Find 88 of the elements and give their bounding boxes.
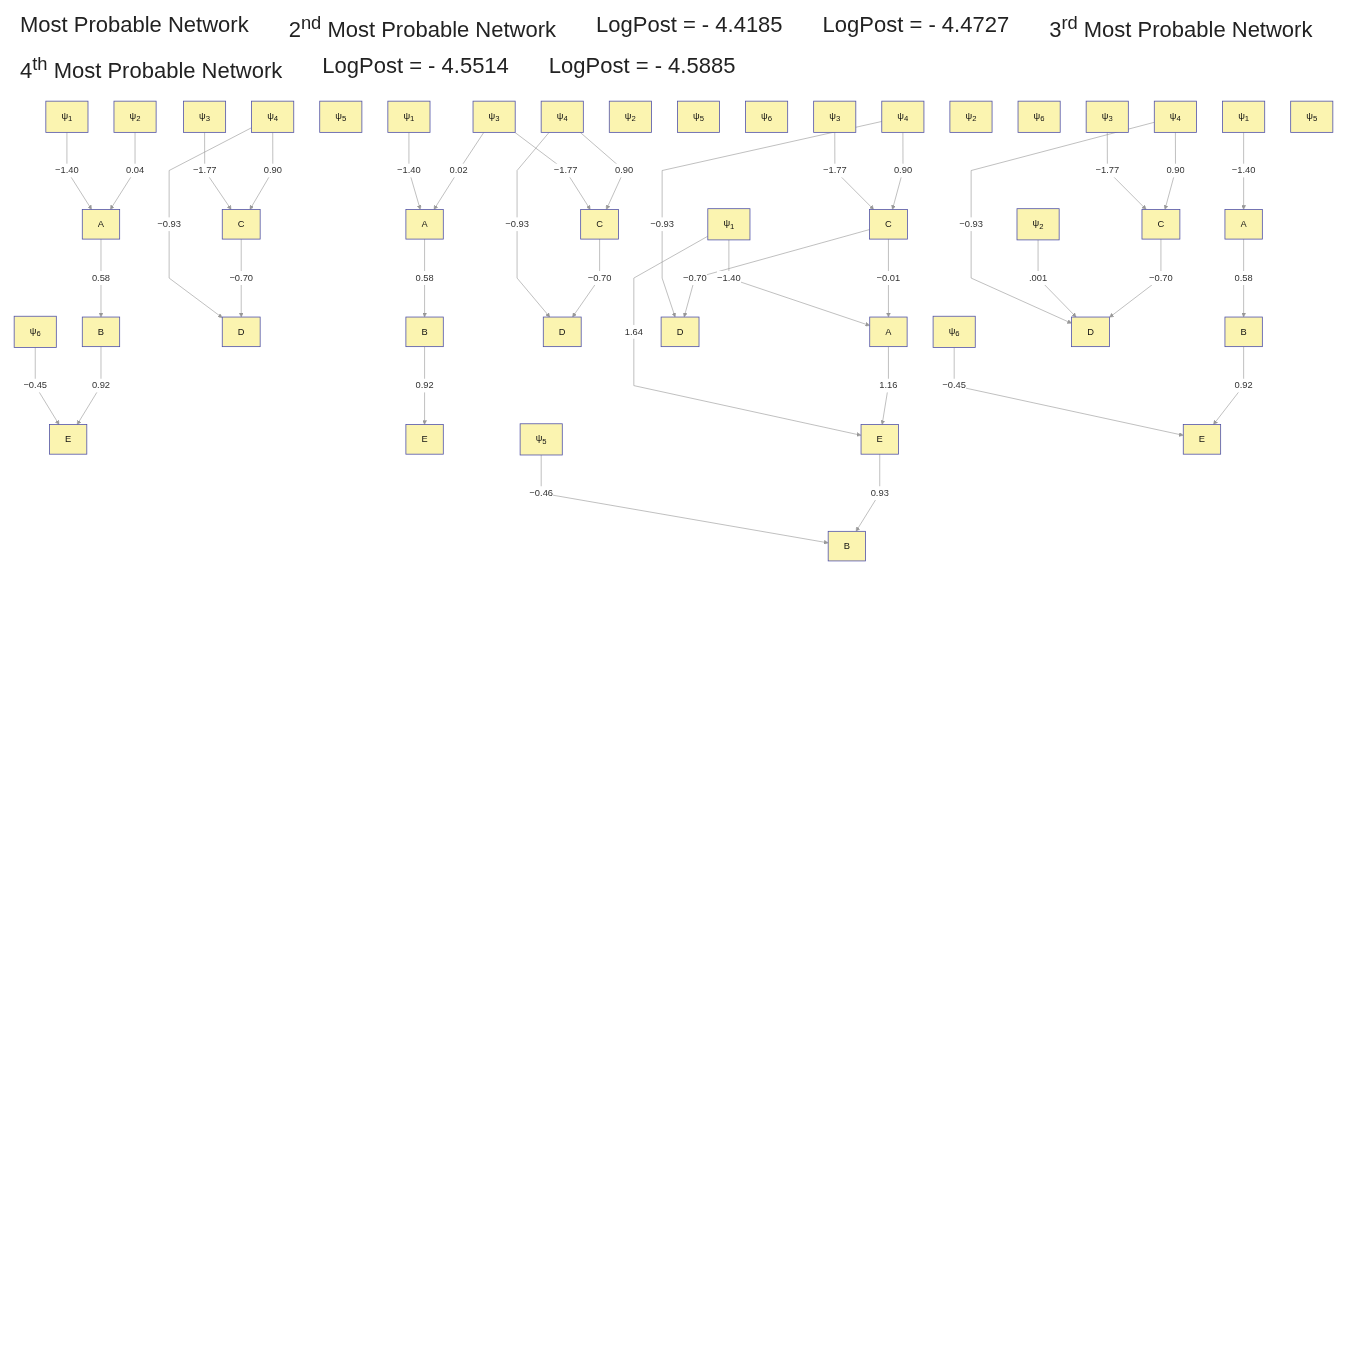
node-box: ψ$_{4}$ [881, 100, 925, 133]
edge-label: −0.45 [942, 379, 966, 391]
node-box: ψ$_{4}$ [251, 100, 295, 133]
edge-label: 0.92 [415, 379, 434, 391]
edge-label: 0.90 [614, 164, 634, 176]
node-box: A [1224, 208, 1263, 240]
node-box: A [81, 208, 121, 240]
node-box: E [405, 423, 444, 455]
edge-label: −0.70 [683, 272, 707, 283]
node-box: E [1182, 423, 1222, 455]
node-box: ψ$_{1}$ [387, 100, 431, 133]
node-box: ψ$_{3}$ [813, 100, 857, 133]
node-box: ψ$_{5}$ [1290, 100, 1334, 133]
node-box: ψ$_{4}$ [1153, 100, 1197, 133]
edge-label: −0.93 [157, 218, 181, 229]
label-text: Most Probable Network [20, 12, 249, 39]
node-box: E [49, 423, 88, 455]
label-text: LogPost = - 4.4727 [822, 12, 1010, 39]
edge-label: .001 [1028, 272, 1048, 283]
label-text: 2$^{nd}$ Most Probable Network [288, 12, 557, 44]
edge-label: 0.90 [893, 164, 913, 176]
edge-label: −1.40 [55, 164, 79, 176]
node-box: ψ$_{1}$ [707, 207, 751, 240]
node-box: ψ$_{5}$ [677, 100, 720, 133]
edge-label: 0.92 [1234, 379, 1253, 391]
edge-label: −1.77 [553, 164, 578, 176]
node-box: D [542, 316, 582, 347]
node-box: ψ$_{3}$ [183, 100, 227, 133]
node-box: D [221, 316, 261, 347]
label-text: LogPost = - 4.5514 [322, 53, 509, 81]
node-box: ψ$_{3}$ [472, 100, 516, 133]
edge-label: 0.93 [870, 487, 889, 498]
node-box: ψ$_{5}$ [519, 423, 563, 456]
node-box: ψ$_{2}$ [608, 100, 652, 133]
edge-label: −0.93 [650, 218, 674, 229]
edge-label: −1.40 [717, 272, 741, 283]
node-box: C [221, 208, 261, 240]
edge-label: −1.77 [1095, 164, 1120, 176]
node-box: B [405, 316, 444, 347]
edge-label: −0.93 [505, 218, 529, 229]
node-box: ψ$_{2}$ [949, 100, 993, 133]
label-text: 4$^{th}$ Most Probable Network [20, 53, 283, 85]
edge-label: 1.16 [879, 379, 898, 391]
edge-label: −1.77 [823, 164, 847, 176]
node-box: C [1141, 208, 1181, 240]
node-box: ψ$_{6}$ [745, 100, 789, 133]
edge-label: 0.90 [1166, 164, 1185, 176]
node-box: B [827, 530, 866, 561]
node-box: ψ$_{4}$ [540, 100, 584, 133]
node-box: A [405, 208, 444, 240]
node-box: ψ$_{1}$ [45, 100, 89, 133]
node-box: ψ$_{6}$ [932, 315, 976, 348]
edge-label: 0.58 [1234, 272, 1253, 283]
node-box: E [860, 423, 899, 455]
edge-label: −0.70 [1149, 272, 1173, 283]
node-box: ψ$_{2}$ [113, 100, 157, 133]
node-box: ψ$_{1}$ [1222, 100, 1266, 133]
node-box: D [660, 316, 700, 347]
edge-label: 0.04 [125, 164, 145, 176]
edge-label: 0.58 [91, 272, 111, 283]
edge-label: −0.45 [23, 379, 48, 391]
edge-label: 0.02 [449, 164, 468, 176]
node-box: ψ$_{6}$ [1017, 100, 1061, 133]
edge-label: 0.90 [263, 164, 282, 176]
edge-label: −0.46 [529, 487, 554, 498]
edge-label: −1.40 [397, 164, 421, 176]
edge-label: −0.93 [959, 218, 983, 229]
edge-label: −1.77 [192, 164, 217, 176]
edge-label: −0.70 [587, 272, 612, 283]
edge-label: 0.92 [91, 379, 111, 391]
edge-label: −1.40 [1231, 164, 1256, 176]
edge-label: 1.64 [624, 326, 643, 337]
label-text: 3$^{rd}$ Most Probable Network [1049, 12, 1313, 44]
node-box: ψ$_{2}$ [1016, 207, 1060, 240]
label-text: LogPost = - 4.5885 [548, 53, 736, 81]
edge-label: 0.58 [415, 272, 434, 283]
node-box: B [1224, 316, 1263, 347]
node-box: B [81, 316, 121, 347]
node-box: ψ$_{5}$ [319, 100, 363, 133]
edge-label: −0.01 [876, 272, 901, 283]
edge-label: −0.70 [229, 272, 254, 283]
label-text: LogPost = - 4.4185 [596, 12, 783, 39]
node-box: ψ$_{3}$ [1085, 100, 1129, 133]
node-box: C [869, 208, 908, 240]
node-box: A [869, 316, 908, 347]
node-box: D [1071, 316, 1110, 347]
node-box: C [580, 208, 619, 240]
node-box: ψ$_{6}$ [13, 315, 57, 348]
